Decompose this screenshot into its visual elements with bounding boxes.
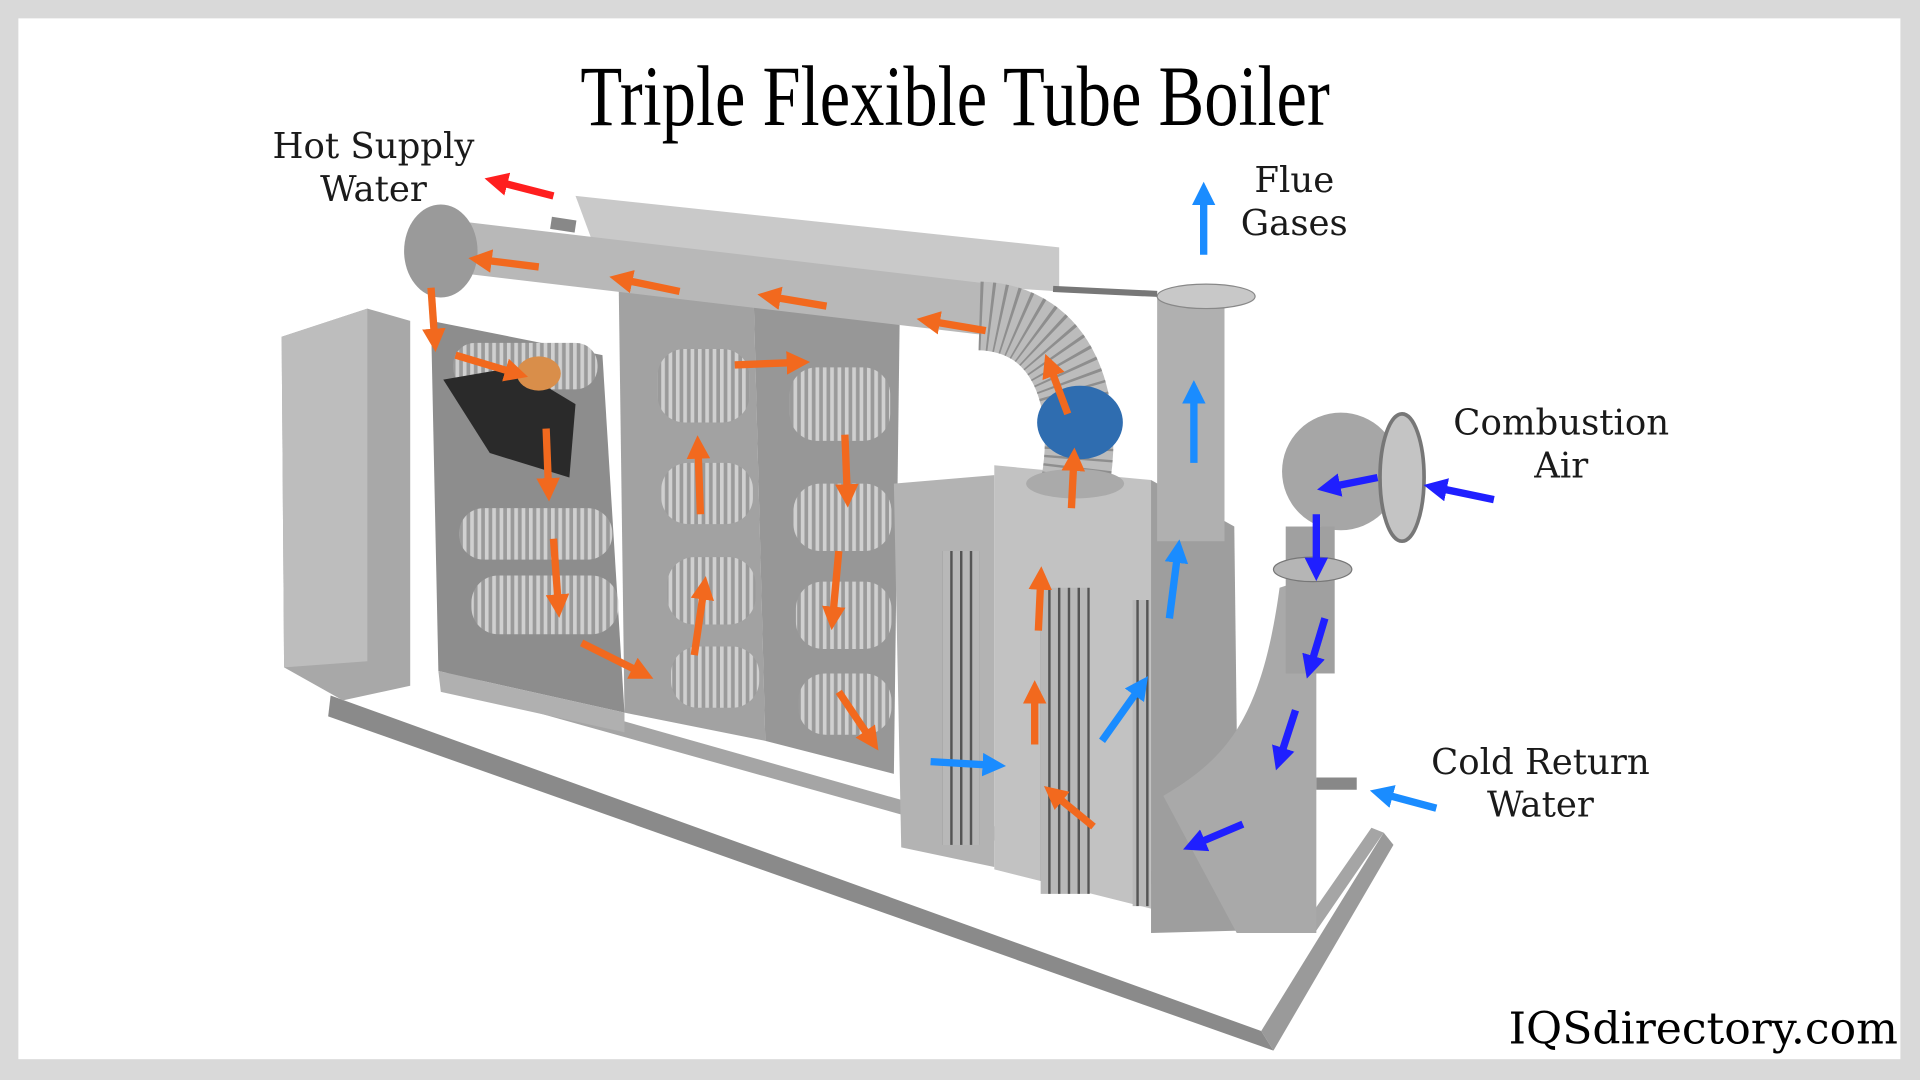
flue-arrow-icon — [930, 752, 1007, 777]
label-combustion-line1: Combustion — [1453, 403, 1669, 444]
burner-flame — [516, 356, 561, 391]
diagram-title: Triple Flexible Tube Boiler — [580, 49, 1329, 144]
air-arrow-icon — [1423, 478, 1495, 504]
hot-water-arrow-icon — [757, 286, 828, 310]
boiler-illustration — [281, 195, 1426, 1051]
label-flue-line1: Flue — [1254, 160, 1334, 201]
label-hot-supply-line1: Hot Supply — [273, 126, 475, 167]
air-arrow-icon — [1272, 709, 1300, 771]
hot-water-arrow-icon — [609, 270, 681, 296]
hot-water-arrow-icon — [835, 434, 859, 508]
hot-supply-arrow-icon — [484, 172, 555, 200]
air-arrow-icon — [1302, 617, 1329, 679]
hot-water-arrow-icon — [1028, 566, 1053, 631]
hot-water-arrow-icon — [690, 576, 715, 656]
label-combustion-line2: Air — [1533, 446, 1588, 487]
label-cold-return-line2: Water — [1487, 785, 1594, 826]
header-end-cap — [404, 204, 478, 298]
flue-arrow-icon — [1164, 539, 1189, 619]
hot-water-arrow-icon — [686, 435, 711, 515]
hot-water-arrow-icon — [454, 351, 528, 382]
air-arrow-icon — [1183, 820, 1245, 852]
hot-water-arrow-icon — [468, 249, 540, 273]
hot-water-arrow-icon — [579, 639, 654, 679]
base-rail-front — [328, 695, 1274, 1051]
hot-water-arrow-icon — [536, 428, 560, 502]
air-arrow-icon — [1317, 473, 1379, 497]
label-cold-return-line1: Cold Return — [1431, 742, 1650, 783]
flue-arrow-icon — [1099, 676, 1149, 743]
hot-water-arrow-icon — [822, 550, 846, 631]
flow-arrows — [422, 172, 1495, 852]
hot-water-arrow-icon — [1042, 353, 1072, 416]
base-rail-right — [1261, 832, 1394, 1051]
hot-water-arrow-icon — [734, 351, 811, 375]
combustion-blower — [1282, 412, 1400, 531]
hot-water-arrow-icon — [835, 689, 879, 751]
label-flue-line2: Gases — [1241, 203, 1348, 244]
hot-water-arrow-icon — [1043, 786, 1096, 830]
brand-watermark: IQSdirectory.com — [1509, 1003, 1898, 1054]
hot-water-arrow-icon — [545, 538, 570, 618]
cutaway-opening — [443, 367, 576, 478]
blower-motor — [1037, 385, 1123, 460]
hot-water-arrow-icon — [916, 311, 987, 335]
hot-water-arrow-icon — [1061, 447, 1086, 509]
hot-water-arrow-icon — [422, 287, 446, 353]
label-hot-supply-line2: Water — [320, 169, 427, 210]
flue-arrow-icon — [1369, 785, 1438, 812]
supply-header-pipe — [415, 219, 1006, 335]
supply-outlet-nozzle — [550, 216, 577, 233]
